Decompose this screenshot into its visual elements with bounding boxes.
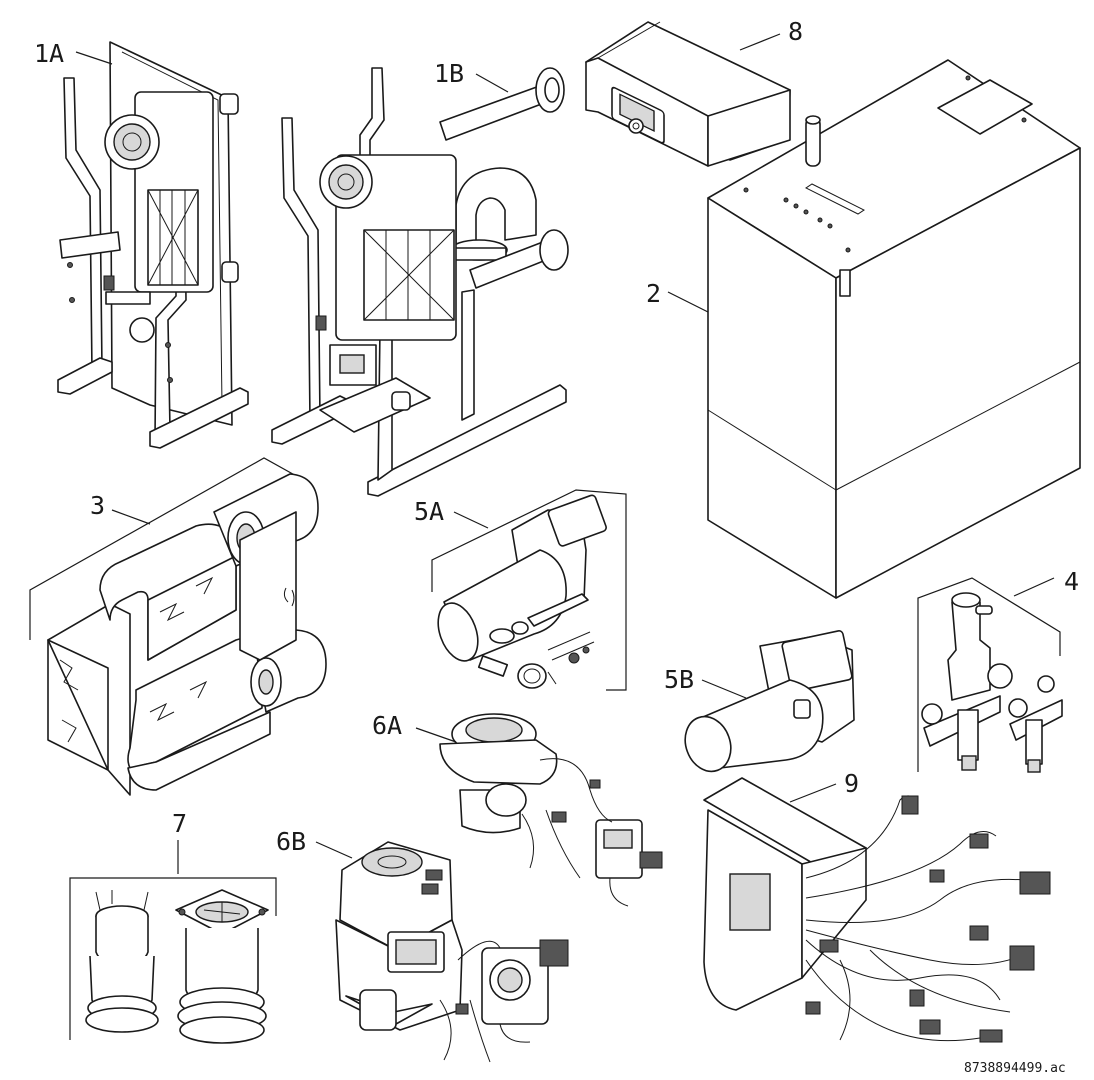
part-9: 8	[585, 17, 803, 167]
part-label-3: 3	[90, 491, 105, 520]
control-unit-icon	[585, 21, 791, 167]
boiler-block-with-flue-icon	[271, 67, 569, 497]
part-4: 4	[917, 567, 1079, 773]
burner-tube-large-icon	[684, 630, 855, 773]
boiler-block-frame-icon	[57, 41, 249, 449]
insulation-set-icon	[29, 457, 327, 796]
fan-gas-valve-small-icon	[439, 713, 663, 907]
part-5B: 5B	[664, 630, 855, 773]
burner-tube-small-icon	[431, 489, 627, 691]
part-6A: 6A	[372, 711, 663, 907]
control-box-wiring-icon	[703, 777, 1051, 1043]
fan-gas-valve-large-icon	[335, 841, 569, 1063]
part-label-7: 7	[172, 809, 187, 838]
part-7: 7	[69, 809, 277, 1044]
part-label-8: 9	[844, 769, 859, 798]
part-label-5A: 5A	[414, 497, 444, 526]
part-5A: 5A	[414, 489, 627, 691]
boiler-casing-icon	[707, 59, 1081, 599]
part-1A: 1A	[34, 39, 249, 449]
air-intake-adapter-icon	[69, 877, 277, 1044]
part-6B: 6B	[276, 827, 569, 1063]
part-1B: 1B	[271, 59, 569, 497]
part-label-6B: 6B	[276, 827, 306, 856]
part-label-4: 4	[1064, 567, 1079, 596]
part-3: 3	[29, 457, 327, 796]
part-label-2: 2	[646, 279, 661, 308]
safety-valve-group-icon	[917, 577, 1063, 773]
part-label-9: 8	[788, 17, 803, 46]
part-label-1A: 1A	[34, 39, 64, 68]
part-8: 9	[703, 769, 1051, 1043]
part-label-5B: 5B	[664, 665, 694, 694]
part-label-6A: 6A	[372, 711, 402, 740]
drawing-code: 8738894499.ac	[964, 1061, 1066, 1076]
part-label-1B: 1B	[434, 59, 464, 88]
part-2: 2	[646, 59, 1081, 599]
